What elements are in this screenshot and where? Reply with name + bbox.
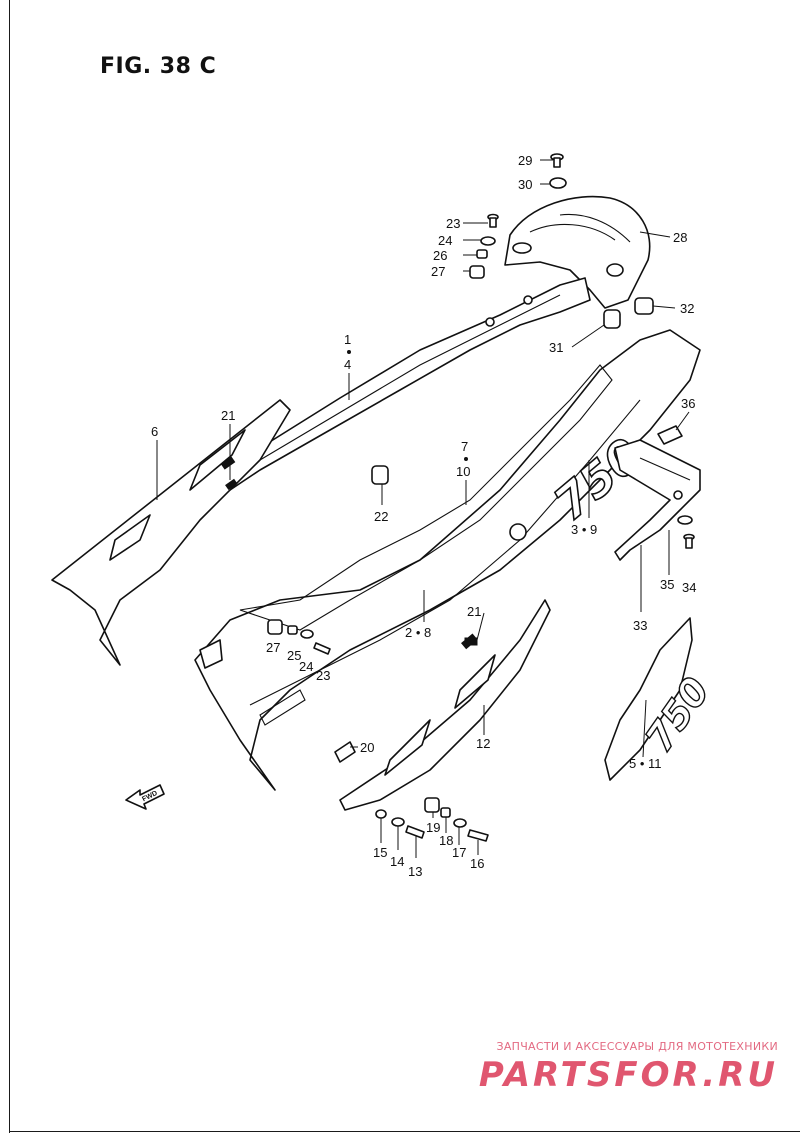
screw-13-icon — [405, 825, 425, 839]
callout-22: 22 — [374, 509, 388, 524]
callout-23-upper: 23 — [446, 216, 460, 231]
callout-5-11: 5 • 11 — [629, 756, 662, 771]
grommet-31-icon — [603, 309, 621, 329]
grommet-27-upper-icon — [469, 265, 485, 279]
callout-24-lower: 24 — [299, 659, 313, 674]
callout-12: 12 — [476, 736, 490, 751]
watermark: ЗАПЧАСТИ И АКСЕССУАРЫ ДЛЯ МОТОТЕХНИКИ PA… — [479, 1040, 778, 1095]
grommet-19-icon — [424, 797, 440, 813]
collar-25-icon — [287, 625, 298, 635]
callout-separator-dot — [464, 457, 468, 461]
screw-16-icon — [467, 829, 489, 842]
watermark-tagline: ЗАПЧАСТИ И АКСЕССУАРЫ ДЛЯ МОТОТЕХНИКИ — [496, 1040, 778, 1053]
screw-29-icon — [550, 153, 564, 168]
callout-4: 4 — [344, 357, 351, 372]
clip-nut-36-icon — [657, 425, 683, 445]
screw-23-lower-icon — [313, 642, 331, 655]
callout-30: 30 — [518, 177, 532, 192]
washer-24-upper-icon — [480, 236, 496, 246]
cushion-32-icon — [634, 297, 654, 315]
grommet-22-icon — [371, 465, 389, 485]
callout-34: 34 — [682, 580, 696, 595]
callout-35: 35 — [660, 577, 674, 592]
callout-13: 13 — [408, 864, 422, 879]
callout-29: 29 — [518, 153, 532, 168]
callout-27-lower: 27 — [266, 640, 280, 655]
washer-17-icon — [453, 818, 467, 828]
figure-title: FIG. 38 C — [100, 54, 217, 79]
callout-17: 17 — [452, 845, 466, 860]
callout-18: 18 — [439, 833, 453, 848]
watermark-brand: PARTSFOR.RU — [478, 1055, 778, 1095]
bottom-frame-line — [9, 1131, 800, 1132]
callout-15: 15 — [373, 845, 387, 860]
left-frame-line — [9, 0, 10, 1133]
collar-18-icon — [440, 807, 451, 818]
callout-separator-dot — [347, 350, 351, 354]
bolt-34-icon — [683, 533, 695, 549]
callout-20: 20 — [360, 740, 374, 755]
washer-14-icon — [391, 817, 405, 827]
callout-28: 28 — [673, 230, 687, 245]
washer-24-lower-icon — [300, 629, 314, 639]
callout-6: 6 — [151, 424, 158, 439]
callout-10: 10 — [456, 464, 470, 479]
callout-14: 14 — [390, 854, 404, 869]
grommet-27-lower-icon — [267, 619, 283, 635]
callout-31: 31 — [549, 340, 563, 355]
clip-20-icon — [334, 741, 356, 763]
callout-labels: 29 30 23 24 26 27 28 32 31 1 4 36 21 6 7… — [151, 153, 696, 879]
fwd-arrow-icon: FWD — [125, 784, 165, 810]
washer-35-icon — [677, 515, 693, 525]
callout-3-9: 3 • 9 — [571, 522, 597, 537]
washer-15-icon — [375, 809, 387, 819]
callout-7: 7 — [461, 439, 468, 454]
callout-36: 36 — [681, 396, 695, 411]
callout-2-8: 2 • 8 — [405, 625, 431, 640]
screw-23-upper-icon — [487, 213, 499, 228]
callout-21-upper: 21 — [221, 408, 235, 423]
tail-cowl-part-28 — [504, 195, 651, 309]
callout-33: 33 — [633, 618, 647, 633]
callout-23-lower: 23 — [316, 668, 330, 683]
callout-32: 32 — [680, 301, 694, 316]
callout-26: 26 — [433, 248, 447, 263]
emblem-decal-part-5-11: 750 — [604, 617, 719, 781]
inner-rail-part-7-10 — [239, 364, 613, 631]
callout-21-lower: 21 — [467, 604, 481, 619]
collar-26-icon — [476, 249, 488, 259]
callout-24-upper: 24 — [438, 233, 452, 248]
pad-21-lower-icon — [464, 637, 478, 646]
callout-1: 1 — [344, 332, 351, 347]
leader-lines — [156, 159, 690, 858]
washer-30-icon — [549, 177, 567, 189]
bracket-part-33 — [614, 439, 701, 561]
callout-16: 16 — [470, 856, 484, 871]
callout-19: 19 — [426, 820, 440, 835]
callout-27-upper: 27 — [431, 264, 445, 279]
callout-25: 25 — [287, 648, 301, 663]
